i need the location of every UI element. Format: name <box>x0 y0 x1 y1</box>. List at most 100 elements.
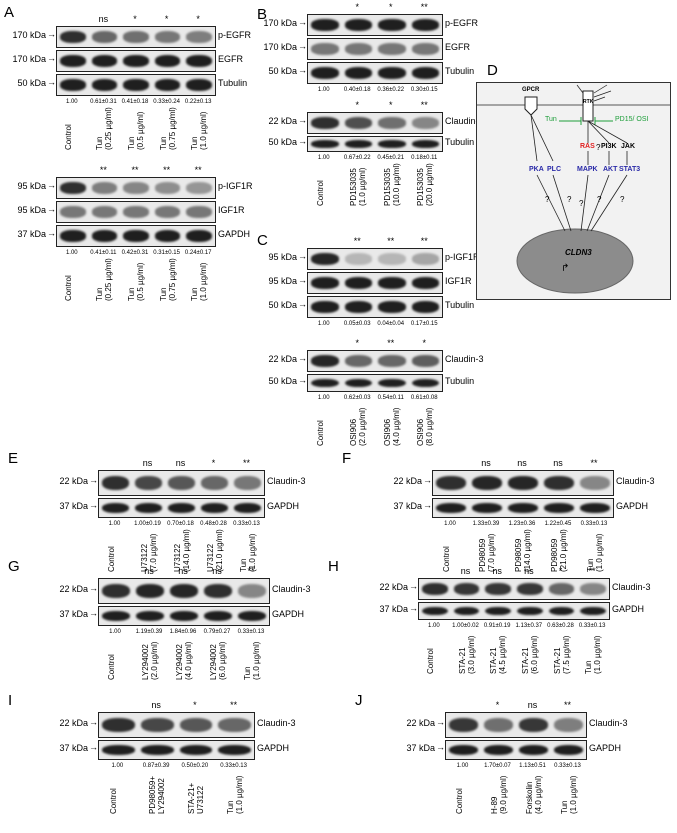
marker-arrow-icon: → <box>298 136 307 146</box>
significance-mark: ** <box>590 458 598 468</box>
quantification-value: 1.22±0.45 <box>544 521 572 527</box>
panel-letter: J <box>355 692 363 709</box>
quantification-value: 0.61±0.31 <box>90 99 117 105</box>
marker-arrow-icon: → <box>298 275 307 285</box>
significance-mark: * <box>193 700 197 710</box>
blot-band <box>123 230 149 242</box>
protein-label: Claudin-3 <box>589 718 628 728</box>
lane-label-line: STA-21 <box>457 647 467 674</box>
blot-strip <box>56 26 216 48</box>
blot-band <box>311 277 339 289</box>
lane-label-line: (1.0 µg/ml) <box>252 641 261 680</box>
quantification-value: 1.00 <box>317 321 330 327</box>
significance-mark: ** <box>230 700 238 710</box>
quantification-value: 1.70±0.07 <box>484 763 511 769</box>
blot-band <box>580 583 606 595</box>
significance-mark: * <box>388 2 393 12</box>
blot-band <box>411 117 439 129</box>
lane-label: H-89(9.0 µg/ml) <box>490 776 508 814</box>
quantification-value: 0.40±0.18 <box>343 87 371 93</box>
significance-mark: ns <box>175 458 186 468</box>
marker-arrow-icon: → <box>89 608 98 618</box>
significance-mark: ns <box>142 458 153 468</box>
lane-label-line: STA-21 <box>552 647 562 674</box>
protein-label: Claudin-3 <box>267 476 306 486</box>
lane-label-line: OSI906 <box>349 418 359 446</box>
significance-mark: ns <box>517 458 527 468</box>
lane-label-line: Control <box>106 546 116 572</box>
blot-band <box>218 718 251 732</box>
significance-mark: ** <box>247 566 255 576</box>
blot-band <box>485 606 511 616</box>
lane-label-line: Control <box>315 180 325 206</box>
blot-band <box>344 117 372 129</box>
lane-label-line: Control <box>454 788 464 814</box>
lane-label-line: (0.5 µg/ml) <box>136 111 145 150</box>
blot-band <box>472 502 502 514</box>
quantification-value: 1.84±0.96 <box>169 629 197 635</box>
lane-label-line: (0.25 µg/ml) <box>104 258 114 301</box>
lane-label: Control <box>316 180 325 206</box>
blot-band <box>554 718 583 732</box>
quantification-value: 0.87±0.39 <box>142 763 170 769</box>
blot-strip <box>307 62 443 84</box>
significance-mark: ns <box>553 458 563 468</box>
marker-arrow-icon: → <box>47 180 56 190</box>
stat3-label: STAT3 <box>619 166 641 173</box>
lane-label-line: LY294002 <box>141 644 150 680</box>
blot-strip <box>445 712 587 738</box>
lane-label-line: (2.0 µg/ml) <box>358 407 368 446</box>
lane-label: OSI906(4.0 µg/ml) <box>383 408 401 446</box>
protein-label: GAPDH <box>272 609 305 619</box>
blot-band <box>136 584 164 598</box>
protein-label: Tubulin <box>445 376 475 386</box>
blot-band <box>91 230 118 242</box>
significance-mark: ** <box>387 338 395 348</box>
quantification-value: 1.00 <box>111 763 124 769</box>
blot-strip <box>432 498 614 518</box>
blot-strip <box>98 578 270 604</box>
protein-label: GAPDH <box>589 743 622 753</box>
kda-marker-label: 170 kDa <box>263 18 297 28</box>
significance-mark: ** <box>588 566 596 576</box>
significance-mark: ns <box>212 566 222 576</box>
lane-label-line: OSI906 <box>416 418 426 446</box>
protein-label: IGF1R <box>445 276 472 286</box>
kda-marker-label: 22 kDa <box>393 476 422 486</box>
marker-arrow-icon: → <box>423 500 432 510</box>
kda-marker-label: 22 kDa <box>406 718 435 728</box>
lane-label: PD153035(1.0 µg/ml) <box>349 168 367 206</box>
significance-mark: ns <box>524 566 534 576</box>
blot-band <box>168 476 195 490</box>
lane-label-line: (3.0 µg/ml) <box>466 635 476 674</box>
quantification-value: 1.13±0.37 <box>515 623 543 629</box>
panel-letter: A <box>4 4 15 21</box>
blot-band <box>60 206 86 218</box>
quantification-value: 0.79±0.27 <box>203 629 231 635</box>
blot-strip <box>98 470 265 496</box>
protein-label: EGFR <box>445 42 471 52</box>
quantification-value: 1.19±0.39 <box>135 629 163 635</box>
lane-label-line: Control <box>109 788 119 814</box>
kda-marker-label: 50 kDa <box>268 66 297 76</box>
panel-letter: E <box>8 450 19 467</box>
significance-mark: ns <box>481 458 491 468</box>
blot-band <box>186 230 212 242</box>
pathway-arrows <box>530 114 628 232</box>
marker-arrow-icon: → <box>89 475 98 485</box>
marker-arrow-icon: → <box>436 717 445 727</box>
lane-label-line: PD153035 <box>416 168 426 206</box>
lane-label-line: Tun <box>158 136 168 151</box>
protein-label: p-IGF1R <box>445 252 480 262</box>
question-mark-3: ? <box>596 143 601 152</box>
lane-label: STA-21(4.5 µg/ml) <box>489 636 507 674</box>
lane-label-line: STA-21+ <box>186 782 196 814</box>
blot-strip <box>307 296 443 318</box>
quantification-value: 1.00 <box>427 623 440 629</box>
gene-label: CLDN3 <box>565 248 592 257</box>
marker-arrow-icon: → <box>89 717 98 727</box>
quantification-value: 1.00 <box>317 155 330 161</box>
blot-band <box>140 718 174 732</box>
lane-label-line: (20.0 µg/ml) <box>425 163 435 206</box>
blot-strip <box>307 350 443 372</box>
